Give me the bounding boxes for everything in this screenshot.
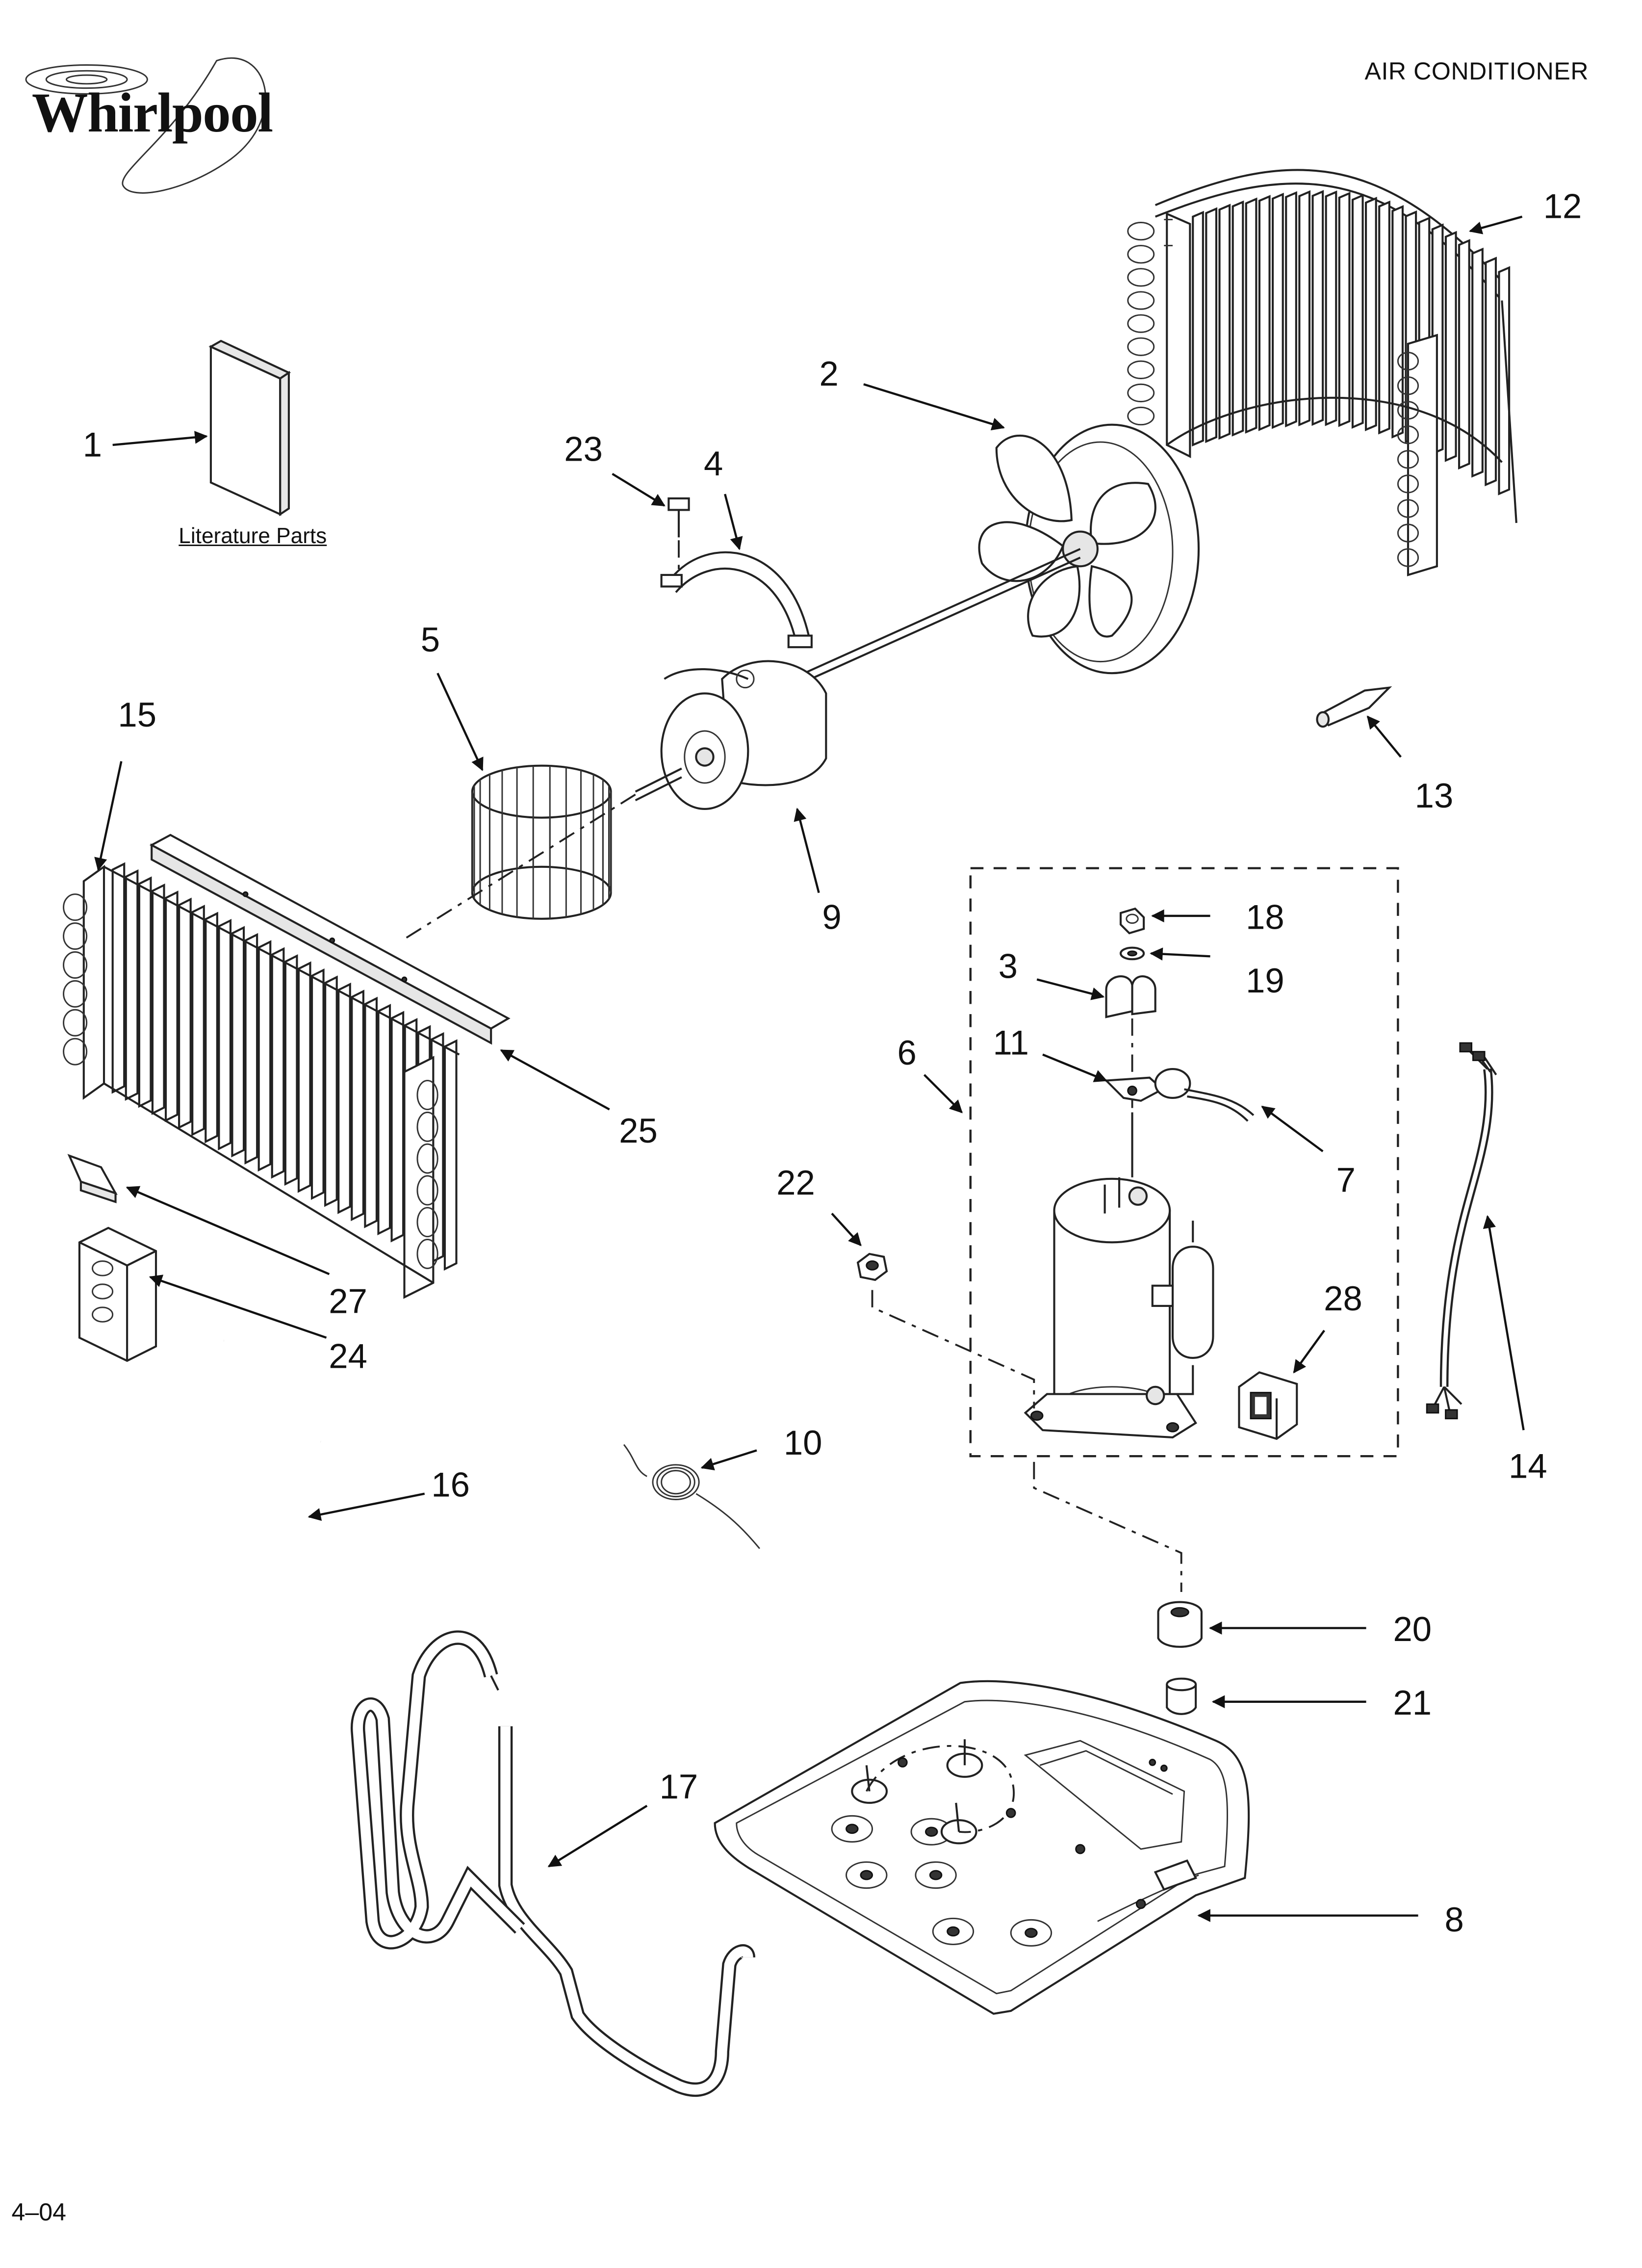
callout-10[interactable]: 10 <box>783 1424 822 1463</box>
callout-4[interactable]: 4 <box>703 444 723 484</box>
overload-bracket[interactable] <box>1103 1076 1164 1102</box>
callout-3[interactable]: 3 <box>998 947 1018 987</box>
evaporator-coil[interactable] <box>63 862 460 1299</box>
evaporator-top-rail[interactable] <box>149 834 511 1045</box>
callout-1[interactable]: 1 <box>82 426 103 466</box>
blower-wheel[interactable] <box>471 764 612 920</box>
callout-27[interactable]: 27 <box>329 1282 367 1322</box>
callout-20[interactable]: 20 <box>1393 1611 1432 1650</box>
footer-revision-code: 4–04 <box>11 2198 66 2226</box>
run-capacitor[interactable] <box>1238 1371 1298 1440</box>
base-pan[interactable] <box>714 1680 1250 2015</box>
logo-swirl <box>25 57 266 194</box>
power-cord[interactable] <box>1426 1042 1497 1420</box>
thermostat-clip[interactable] <box>67 1154 118 1203</box>
callout-23[interactable]: 23 <box>564 430 603 469</box>
callout-25[interactable]: 25 <box>619 1112 658 1151</box>
leader-lines <box>94 215 1525 1922</box>
callout-28[interactable]: 28 <box>1324 1279 1362 1319</box>
callout-9[interactable]: 9 <box>822 898 842 938</box>
callout-11[interactable]: 11 <box>993 1024 1029 1064</box>
control-block[interactable] <box>78 1226 157 1362</box>
callout-7[interactable]: 7 <box>1336 1161 1356 1200</box>
terminal-cover-washer[interactable] <box>1119 946 1145 961</box>
callout-16[interactable]: 16 <box>431 1466 470 1506</box>
condenser-coil[interactable] <box>1127 169 1517 576</box>
thermistor-probe[interactable] <box>1316 686 1392 728</box>
document-title: AIR CONDITIONER <box>1364 57 1589 85</box>
suction-tube-assembly[interactable] <box>350 1630 756 2097</box>
fan-motor[interactable] <box>635 660 827 810</box>
compressor-assembly-boundary <box>969 867 1399 1458</box>
callout-17[interactable]: 17 <box>659 1768 698 1807</box>
overload-protector[interactable] <box>1131 1068 1255 1177</box>
callout-18[interactable]: 18 <box>1246 898 1284 938</box>
callout-19[interactable]: 19 <box>1246 962 1284 1001</box>
condenser-fan-assembly[interactable] <box>791 423 1200 689</box>
callout-14[interactable]: 14 <box>1509 1447 1547 1486</box>
literature-parts-booklet[interactable] <box>208 339 291 517</box>
centerline-grommet <box>871 1290 1035 1408</box>
callout-12[interactable]: 12 <box>1543 187 1582 227</box>
brand-logo: Whirlpool <box>31 82 273 145</box>
compressor[interactable] <box>1024 1177 1214 1438</box>
compressor-grommet[interactable] <box>856 1252 888 1281</box>
motor-mount-strap[interactable] <box>660 551 813 649</box>
mount-screw[interactable] <box>667 497 690 575</box>
terminal-cover-nut[interactable] <box>1119 907 1145 935</box>
callout-2[interactable]: 2 <box>819 355 839 394</box>
discharge-tube[interactable] <box>190 1337 345 1652</box>
literature-parts-label[interactable]: Literature Parts <box>179 524 327 549</box>
centerline-blower <box>404 793 636 940</box>
callout-22[interactable]: 22 <box>776 1164 815 1203</box>
capillary-coil[interactable] <box>623 1444 760 1549</box>
callout-13[interactable]: 13 <box>1414 777 1454 816</box>
callout-21[interactable]: 21 <box>1393 1684 1432 1723</box>
callout-6[interactable]: 6 <box>897 1034 917 1073</box>
mounting-grommet[interactable] <box>1157 1601 1203 1648</box>
mounting-sleeve[interactable] <box>1166 1677 1197 1715</box>
centerline-compressor-mount <box>1033 1461 1182 1592</box>
callout-5[interactable]: 5 <box>420 621 440 660</box>
callout-8[interactable]: 8 <box>1444 1901 1464 1940</box>
callout-24[interactable]: 24 <box>329 1337 367 1377</box>
callout-15[interactable]: 15 <box>118 696 157 735</box>
